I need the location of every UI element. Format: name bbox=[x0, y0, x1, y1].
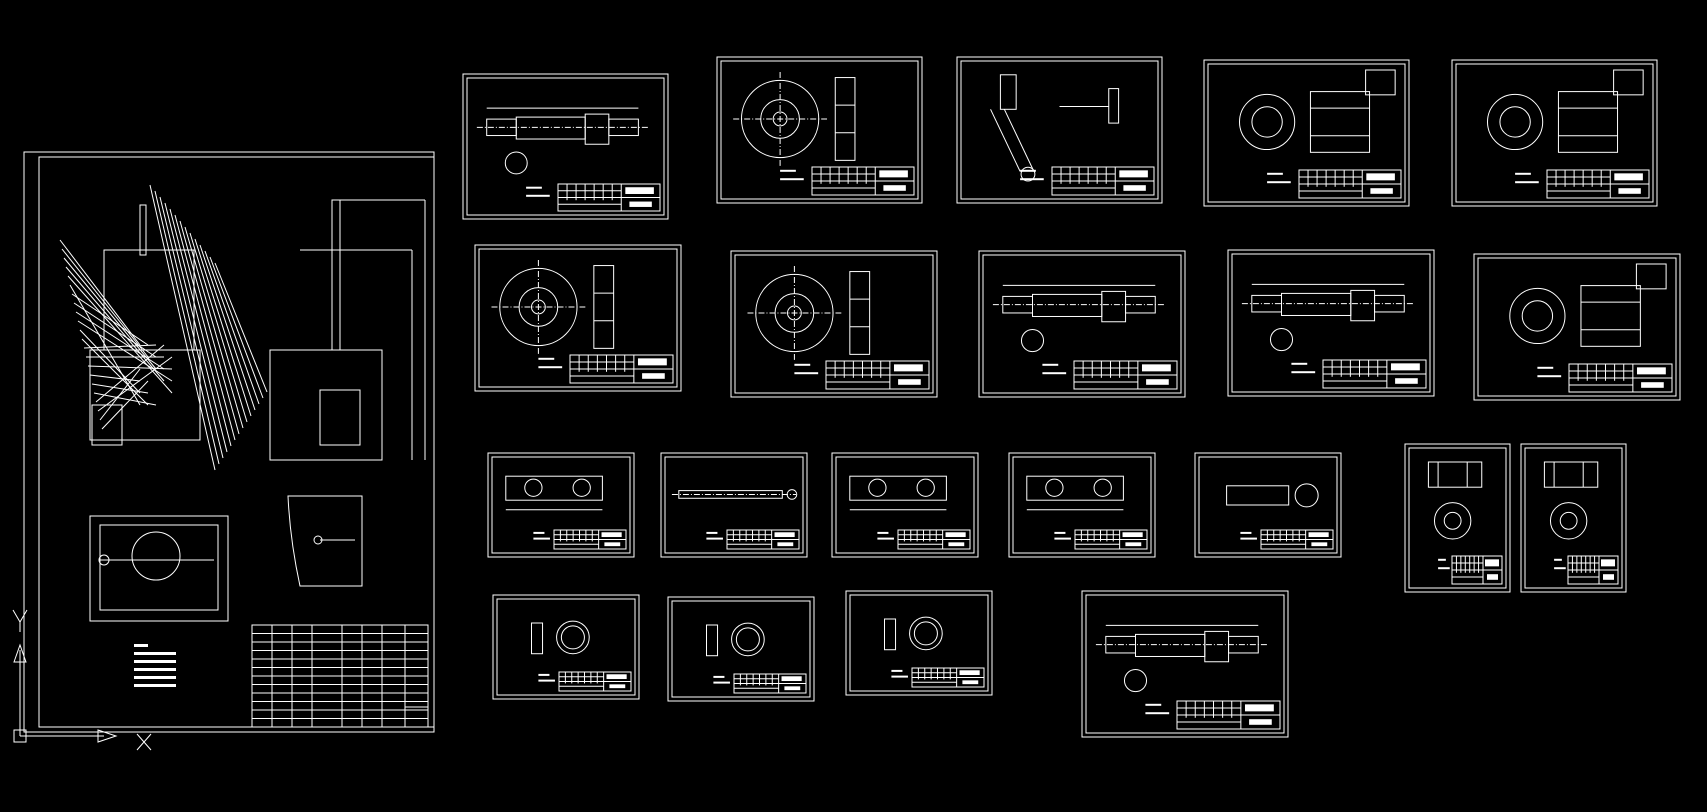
sheet-bushing-3[interactable] bbox=[1473, 253, 1681, 401]
sheet-outer-border bbox=[730, 250, 938, 398]
sheet-inner-border bbox=[1198, 456, 1338, 554]
sheet-inner-border bbox=[466, 77, 665, 216]
assembly-outer-border bbox=[23, 151, 435, 733]
sheet-outer-border bbox=[487, 452, 635, 558]
sheet-link-3[interactable] bbox=[1008, 452, 1156, 558]
sheet-inner-border bbox=[720, 60, 919, 200]
sheet-inner-border bbox=[1207, 63, 1406, 203]
sheet-inner-border bbox=[496, 598, 636, 696]
sheet-outer-border bbox=[1473, 253, 1681, 401]
sheet-outer-border bbox=[1451, 59, 1658, 207]
note-text-line bbox=[134, 668, 176, 671]
sheet-inner-border bbox=[849, 594, 989, 692]
sheet-link-1[interactable] bbox=[487, 452, 635, 558]
sheet-ring-2[interactable] bbox=[667, 596, 815, 702]
sheet-lever-1[interactable] bbox=[956, 56, 1163, 204]
note-text-line bbox=[134, 684, 176, 687]
sheet-outer-border bbox=[978, 250, 1186, 398]
sheet-disc-2[interactable] bbox=[730, 250, 938, 398]
sheet-outer-border bbox=[462, 73, 669, 220]
sheet-outer-border bbox=[1203, 59, 1410, 207]
part-drawing-sheets bbox=[462, 56, 1681, 738]
sheet-outer-border bbox=[956, 56, 1163, 204]
sheet-inner-border bbox=[671, 600, 811, 698]
sheet-inner-border bbox=[1524, 447, 1623, 589]
sheet-shaft-2[interactable] bbox=[978, 250, 1186, 398]
sheet-ring-3[interactable] bbox=[845, 590, 993, 696]
sheet-flange-1[interactable] bbox=[1404, 443, 1511, 593]
sheet-inner-border bbox=[960, 60, 1159, 200]
sheet-inner-border bbox=[1231, 253, 1431, 393]
sheet-shaft-1[interactable] bbox=[462, 73, 669, 220]
sheet-inner-border bbox=[982, 254, 1182, 394]
sheet-inner-border bbox=[1455, 63, 1654, 203]
sheet-inner-border bbox=[1477, 257, 1677, 397]
sheet-outer-border bbox=[1227, 249, 1435, 397]
sheet-outer-border bbox=[716, 56, 923, 204]
sheet-outer-border bbox=[667, 596, 815, 702]
sheet-gear-1[interactable] bbox=[474, 244, 682, 392]
sheet-inner-border bbox=[491, 456, 631, 554]
sheet-inner-border bbox=[664, 456, 804, 554]
sheet-outer-border bbox=[660, 452, 808, 558]
sheet-shaft-4[interactable] bbox=[1081, 590, 1289, 738]
sheet-rod-1[interactable] bbox=[660, 452, 808, 558]
sheet-outer-border bbox=[1081, 590, 1289, 738]
sheet-outer-border bbox=[845, 590, 993, 696]
assembly-inner-border bbox=[38, 156, 435, 728]
sheet-pin-1[interactable] bbox=[1194, 452, 1342, 558]
sheet-shaft-3[interactable] bbox=[1227, 249, 1435, 397]
note-text-line bbox=[134, 660, 176, 663]
sheet-outer-border bbox=[1008, 452, 1156, 558]
sheet-inner-border bbox=[1012, 456, 1152, 554]
sheet-bushing-1[interactable] bbox=[1203, 59, 1410, 207]
sheet-bushing-2[interactable] bbox=[1451, 59, 1658, 207]
sheet-inner-border bbox=[1085, 594, 1285, 734]
sheet-outer-border bbox=[831, 452, 979, 558]
sheet-flange-2[interactable] bbox=[1520, 443, 1627, 593]
sheet-inner-border bbox=[835, 456, 975, 554]
sheet-outer-border bbox=[1520, 443, 1627, 593]
sheet-outer-border bbox=[492, 594, 640, 700]
sheet-inner-border bbox=[734, 254, 934, 394]
sheet-outer-border bbox=[1194, 452, 1342, 558]
assembly-drawing-sheet[interactable] bbox=[23, 151, 435, 733]
sheet-inner-border bbox=[478, 248, 678, 388]
sheet-ring-1[interactable] bbox=[492, 594, 640, 700]
sheet-link-2[interactable] bbox=[831, 452, 979, 558]
note-text-line bbox=[134, 652, 176, 655]
ucs-axis-icon bbox=[12, 609, 152, 751]
note-text-line bbox=[134, 676, 176, 679]
sheet-disc-1[interactable] bbox=[716, 56, 923, 204]
sheet-inner-border bbox=[1408, 447, 1507, 589]
sheet-outer-border bbox=[474, 244, 682, 392]
sheet-outer-border bbox=[1404, 443, 1511, 593]
